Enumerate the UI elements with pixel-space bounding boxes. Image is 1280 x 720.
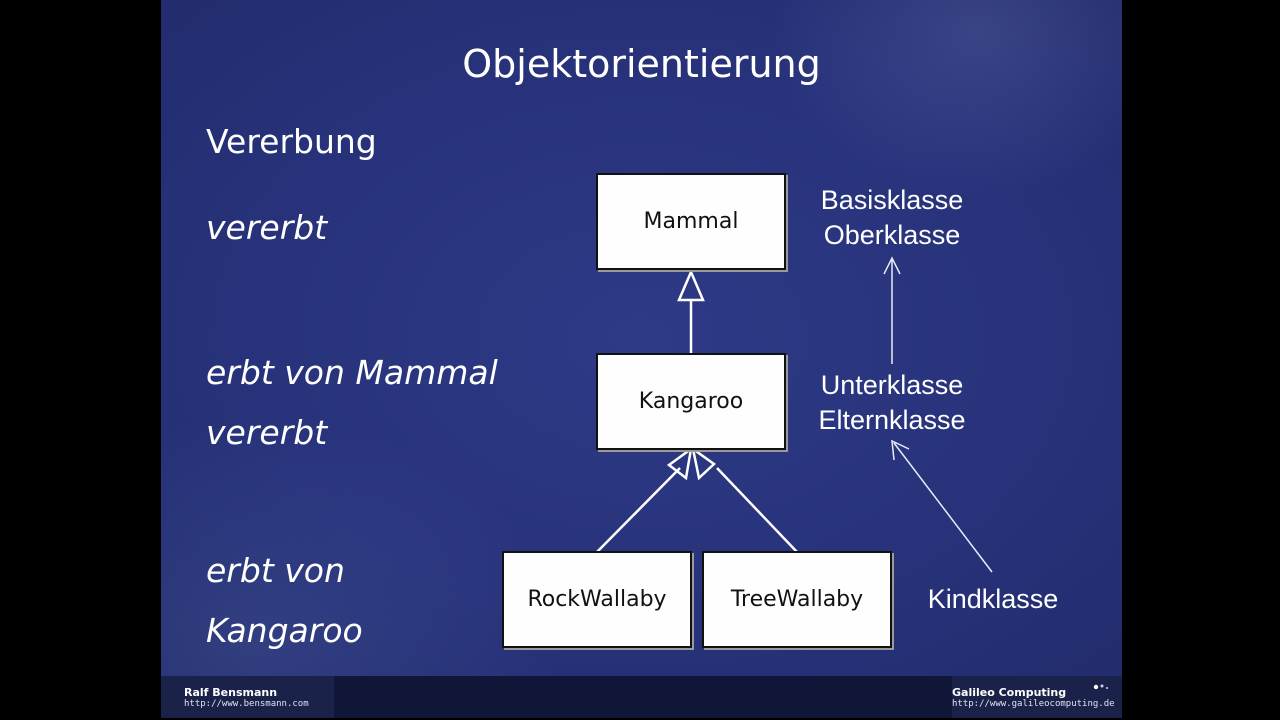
text-erbt-von: erbt von <box>206 551 345 590</box>
publisher-url: http://www.galileocomputing.de <box>952 699 1115 709</box>
footer-publisher: Galileo Computing http://www.galileocomp… <box>952 676 1122 718</box>
generalization-arrowhead <box>666 446 693 481</box>
generalization-arrowhead <box>691 446 716 481</box>
publisher-name: Galileo Computing <box>952 686 1067 699</box>
heading-vererbung: Vererbung <box>206 122 377 161</box>
label-basisklasse: Basisklasse <box>820 185 964 215</box>
text-kangaroo: Kangaroo <box>206 611 363 650</box>
class-name-kangaroo: Kangaroo <box>638 389 744 414</box>
generalization-arrowhead <box>677 268 705 302</box>
inheritance-diagram <box>596 256 993 573</box>
label-kindklasse: Kindklasse <box>927 584 1059 614</box>
text-vererbt-1: vererbt <box>206 208 328 247</box>
author-name: Ralf Bensmann <box>184 686 278 699</box>
class-box-rockwallaby: RockWallaby <box>502 551 692 648</box>
slide: Objektorientierung Vererbung vererbt erb… <box>161 0 1122 676</box>
arrow-kindklasse-to-elternklasse <box>893 442 993 573</box>
slide-footer: Ralf Bensmann http://www.bensmann.com Ga… <box>161 676 1122 718</box>
footer-author: Ralf Bensmann http://www.bensmann.com <box>161 676 334 718</box>
class-box-kangaroo: Kangaroo <box>596 353 786 450</box>
label-oberklasse: Oberklasse <box>823 220 961 250</box>
label-unterklasse: Unterklasse <box>820 370 964 400</box>
arrowhead <box>891 439 910 461</box>
publisher-logo-icon <box>1093 684 1109 690</box>
class-name-treewallaby: TreeWallaby <box>730 587 864 612</box>
text-erbt-von-mammal: erbt von Mammal <box>206 353 498 392</box>
class-name-mammal: Mammal <box>643 209 739 234</box>
edge-rockwallaby-kangaroo <box>596 467 681 553</box>
text-vererbt-2: vererbt <box>206 413 328 452</box>
class-box-treewallaby: TreeWallaby <box>702 551 892 648</box>
slide-title: Objektorientierung <box>462 42 821 86</box>
label-sub-parent: Unterklasse Elternklasse <box>802 368 982 438</box>
arrowhead <box>883 256 901 275</box>
class-name-rockwallaby: RockWallaby <box>527 587 667 612</box>
label-base-super: Basisklasse Oberklasse <box>802 183 982 253</box>
edge-treewallaby-kangaroo <box>716 467 798 553</box>
label-elternklasse: Elternklasse <box>818 405 966 435</box>
author-url: http://www.bensmann.com <box>184 699 309 709</box>
class-box-mammal: Mammal <box>596 173 786 270</box>
